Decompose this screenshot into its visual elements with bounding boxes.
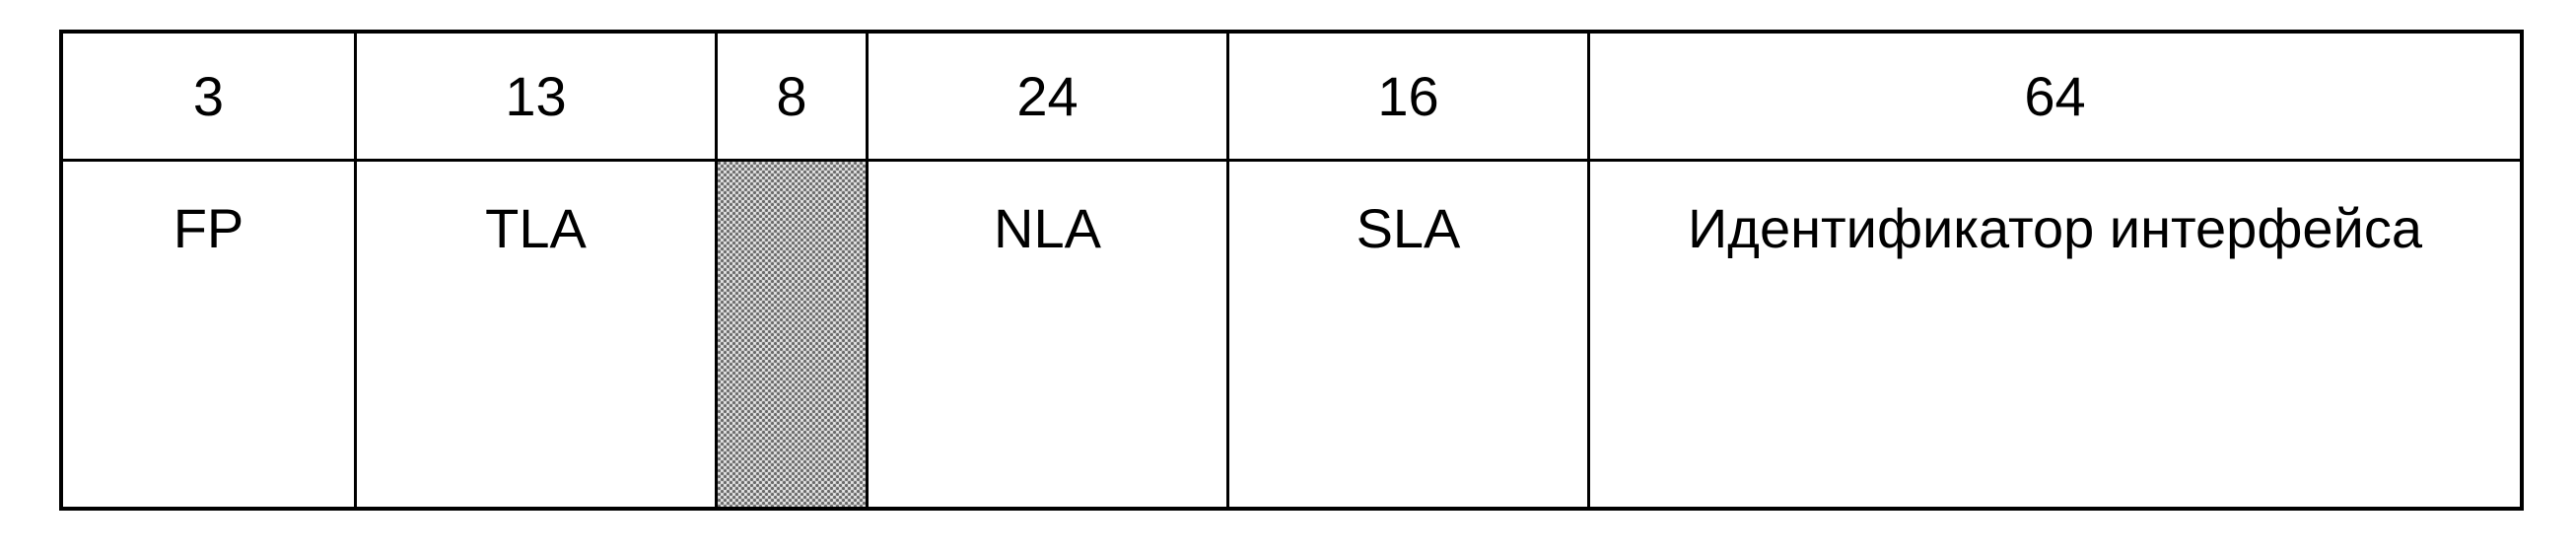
field-label: Идентификатор интерфейса <box>1688 197 2422 259</box>
field-bits: 16 <box>1229 34 1587 162</box>
field-label: NLA <box>994 197 1101 259</box>
field-bits: 24 <box>869 34 1226 162</box>
field-bits: 13 <box>357 34 715 162</box>
field-interface-id: 64 Идентификатор интерфейса <box>1590 34 2520 507</box>
field-tla: 13 TLA <box>357 34 718 507</box>
field-sla: 16 SLA <box>1229 34 1590 507</box>
field-bits: 8 <box>718 34 866 162</box>
field-nla: 24 NLA <box>869 34 1229 507</box>
field-reserved: 8 <box>718 34 869 507</box>
field-label: TLA <box>485 197 587 259</box>
field-label: FP <box>173 197 244 259</box>
field-label: SLA <box>1356 197 1461 259</box>
field-bits: 64 <box>1590 34 2520 162</box>
field-fp: 3 FP <box>63 34 357 507</box>
address-format-table: 3 FP 13 TLA 8 24 NLA 16 SLA 64 Идентифик… <box>59 30 2524 511</box>
reserved-shaded-area <box>718 162 866 507</box>
field-bits: 3 <box>63 34 354 162</box>
